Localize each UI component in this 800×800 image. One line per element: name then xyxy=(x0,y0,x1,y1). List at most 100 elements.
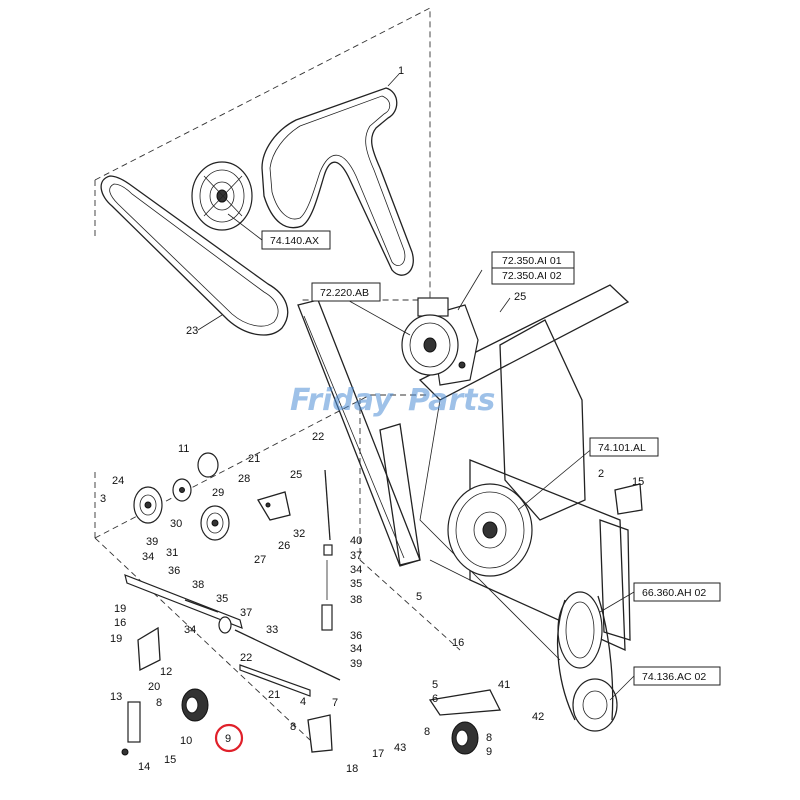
highlighted-callout-9[interactable]: 9 xyxy=(214,723,244,753)
frame-left-post xyxy=(297,299,421,567)
ref-text-72-350-ai-02: 72.350.AI 02 xyxy=(502,270,562,282)
callout-9b: 9 xyxy=(486,746,492,758)
support-part-13 xyxy=(121,701,141,756)
ref-box-66-360-ah[interactable]: 66.360.AH 02 xyxy=(633,582,721,602)
callout-13: 13 xyxy=(110,691,122,703)
ref-text-72-220-ab: 72.220.AB xyxy=(320,287,369,299)
ref-box-74-101-al[interactable]: 74.101.AL xyxy=(589,437,659,457)
rod-part-22 xyxy=(321,469,333,631)
lever-part-22b xyxy=(239,664,311,697)
bracket-part-12 xyxy=(137,626,161,672)
callout-38b: 38 xyxy=(192,579,204,591)
callout-22b: 22 xyxy=(240,652,252,664)
watermark-left-text: Friday xyxy=(290,383,394,418)
ref-box-72-220-ab[interactable]: 72.220.AB xyxy=(311,282,381,302)
pulley-large-center xyxy=(447,483,533,577)
callout-34b: 34 xyxy=(142,551,154,563)
callout-33: 33 xyxy=(266,624,278,636)
callout-24: 24 xyxy=(112,475,124,487)
watermark: Friday Parts xyxy=(290,383,495,418)
dashed-frame-upper xyxy=(94,7,431,301)
callout-43: 43 xyxy=(394,742,406,754)
callout-21b: 21 xyxy=(268,689,280,701)
callout-14: 14 xyxy=(138,761,150,773)
pulley-part-9-left xyxy=(181,688,209,722)
arm-part-28 xyxy=(257,491,291,521)
shaft-part-36 xyxy=(124,574,243,629)
callout-10: 10 xyxy=(180,735,192,747)
callout-37b: 37 xyxy=(240,607,252,619)
arm-part-41 xyxy=(428,689,502,716)
pulley-part-30 xyxy=(200,505,230,541)
callout-36: 36 xyxy=(168,565,180,577)
callout-32: 32 xyxy=(293,528,305,540)
bracket-part-18 xyxy=(307,714,333,753)
pulley-right-drive xyxy=(556,591,618,732)
callout-36b: 36 xyxy=(350,630,362,642)
ref-box-74-136-ac[interactable]: 74.136.AC 02 xyxy=(633,666,721,686)
callout-19a: 19 xyxy=(114,603,126,615)
ref-text-74-136-ac-02: 74.136.AC 02 xyxy=(642,671,706,683)
callout-37: 37 xyxy=(350,550,362,562)
callout-22: 22 xyxy=(312,431,324,443)
callout-35: 35 xyxy=(350,578,362,590)
callout-39b: 39 xyxy=(350,658,362,670)
callout-4: 4 xyxy=(300,696,306,708)
callout-19b: 19 xyxy=(110,633,122,645)
bracket-part-2 xyxy=(614,483,643,515)
callout-16: 16 xyxy=(114,617,126,629)
callout-1: 1 xyxy=(398,65,404,77)
callout-18: 18 xyxy=(346,763,358,775)
callout-8b: 8 xyxy=(290,721,296,733)
callout-15b: 15 xyxy=(632,476,644,488)
callout-16b: 16 xyxy=(452,637,464,649)
ref-box-72-350-ai[interactable]: 72.350.AI 01 72.350.AI 02 xyxy=(491,251,575,285)
pulley-upper xyxy=(191,161,253,231)
callout-5a: 5 xyxy=(432,679,438,691)
watermark-right-text: Parts xyxy=(408,383,495,418)
pulley-part-24 xyxy=(133,486,163,524)
callout-34d: 34 xyxy=(350,643,362,655)
gearbox xyxy=(401,297,479,386)
callout-35b: 35 xyxy=(216,593,228,605)
callout-30: 30 xyxy=(170,518,182,530)
callout-8d: 8 xyxy=(486,732,492,744)
callout-15: 15 xyxy=(164,754,176,766)
callout-5b: 5 xyxy=(416,591,422,603)
ref-text-74-101-al: 74.101.AL xyxy=(598,442,646,454)
callout-39: 39 xyxy=(146,536,158,548)
callout-17: 17 xyxy=(372,748,384,760)
highlight-ring xyxy=(214,723,244,753)
callout-8a: 8 xyxy=(156,697,162,709)
callout-21: 21 xyxy=(248,453,260,465)
rod-part-33 xyxy=(218,616,341,681)
callout-26: 26 xyxy=(278,540,290,552)
belt-part-1 xyxy=(261,87,414,276)
callout-41: 41 xyxy=(498,679,510,691)
callout-29: 29 xyxy=(212,487,224,499)
callout-38: 38 xyxy=(350,594,362,606)
callout-12: 12 xyxy=(160,666,172,678)
callout-34: 34 xyxy=(350,564,362,576)
callout-20: 20 xyxy=(148,681,160,693)
pulley-part-9-right xyxy=(451,721,479,755)
callout-42: 42 xyxy=(532,711,544,723)
ref-text-66-360-ah-02: 66.360.AH 02 xyxy=(642,587,706,599)
ref-text-72-350-ai-01: 72.350.AI 01 xyxy=(502,255,562,267)
callout-31: 31 xyxy=(166,547,178,559)
callout-2: 2 xyxy=(598,468,604,480)
callout-11: 11 xyxy=(178,443,189,455)
callout-28: 28 xyxy=(238,473,250,485)
callout-labels: 1 23 25 11 21 22 24 3 29 28 25 30 26 32 … xyxy=(100,65,644,775)
hub-part-11 xyxy=(172,452,219,502)
callout-25: 25 xyxy=(514,291,526,303)
ref-box-74-140-ax[interactable]: 74.140.AX xyxy=(261,230,331,250)
callout-6: 6 xyxy=(432,693,438,705)
highlight-label: 9 xyxy=(225,733,231,745)
callout-27: 27 xyxy=(254,554,266,566)
callout-3: 3 xyxy=(100,493,106,505)
callout-40: 40 xyxy=(350,535,362,547)
callout-23: 23 xyxy=(186,325,198,337)
belt-part-23 xyxy=(100,175,289,336)
